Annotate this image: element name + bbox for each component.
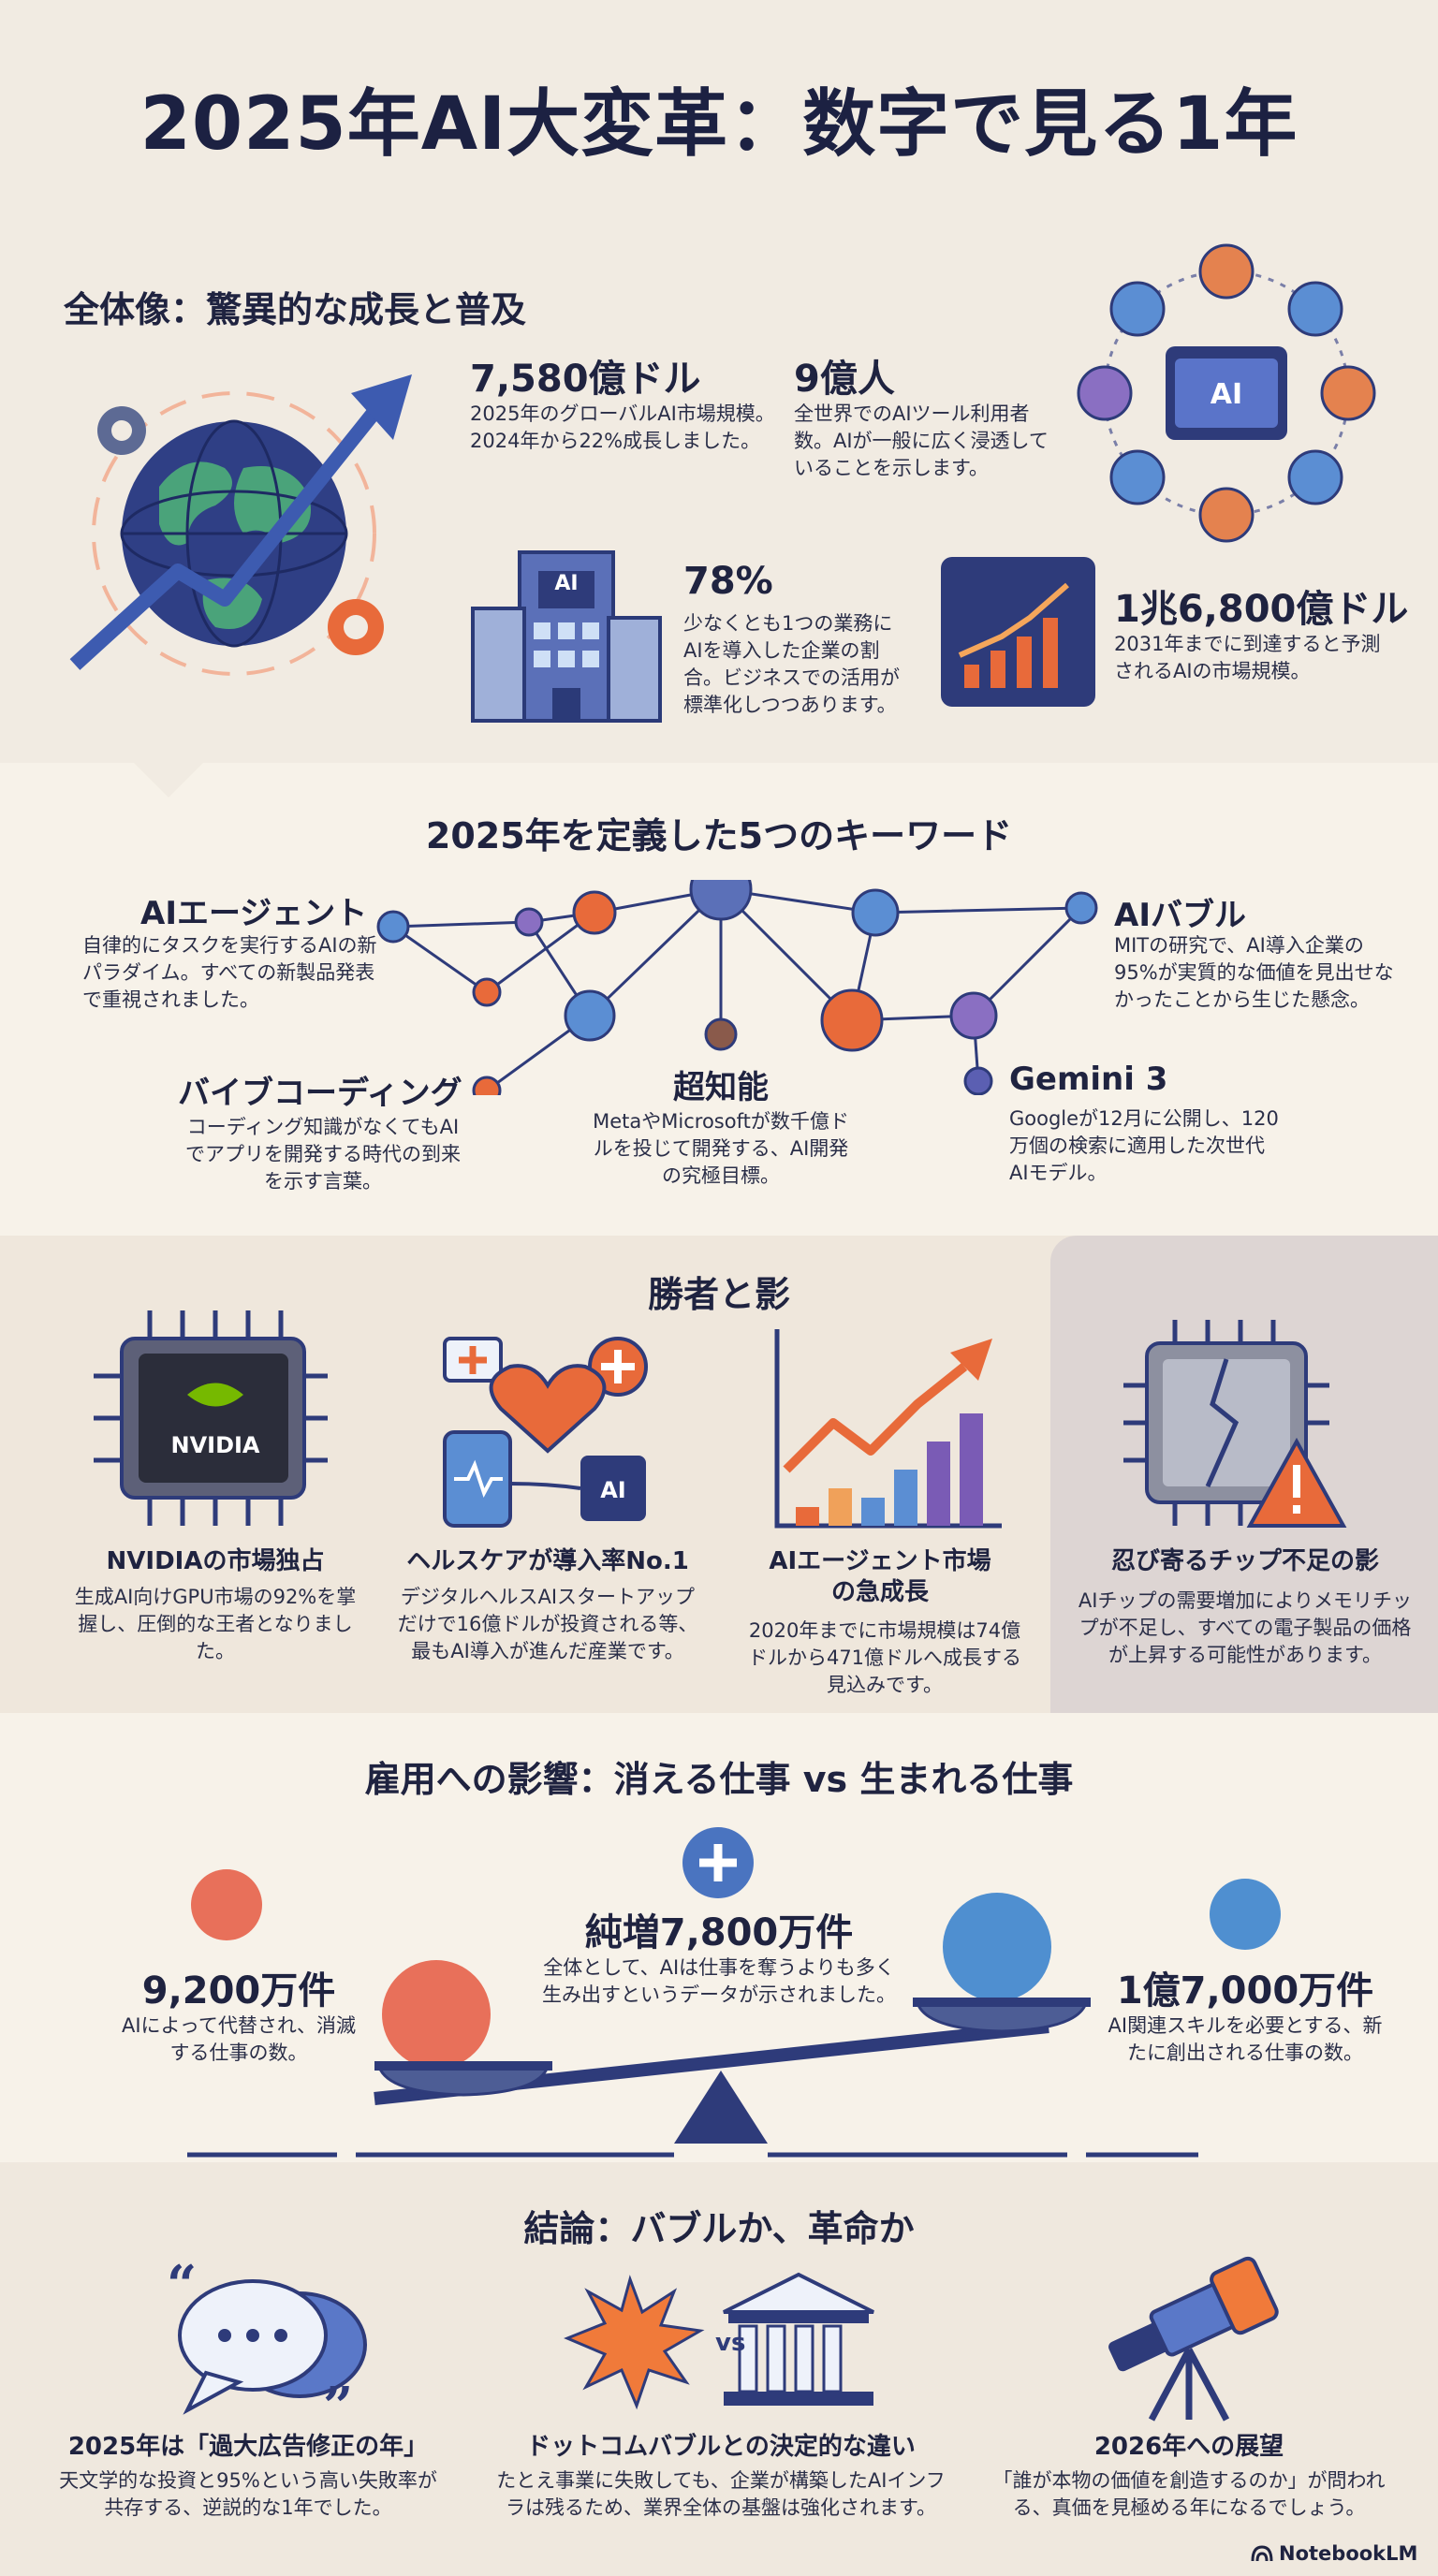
svg-text:”: ” [323, 2376, 353, 2420]
page-title: 2025年AI大変革：数字で見る1年 [139, 82, 1299, 167]
keyword-ai-bubble-title: AIバブル [1114, 897, 1246, 934]
jobs-lost-value: 9,200万件 [141, 1969, 336, 2012]
svg-text:AI: AI [1211, 378, 1242, 411]
keyword-gemini-desc: Googleが12月に公開し、120万個の検索に適用した次世代AIモデル。 [1009, 1107, 1279, 1184]
jobs-net-desc: 全体として、AIは仕事を奪うよりも多く生み出すというデータが示されました。 [542, 1956, 896, 2006]
svg-text:AI: AI [600, 1477, 626, 1503]
keyword-vibe-coding-title: バイブコーディング [178, 1075, 462, 1112]
winner-healthcare-desc: デジタルヘルスAIスタートアップだけで16億ドルが投資される等、最もAI導入が進… [397, 1586, 698, 1662]
keyword-ai-bubble-desc: MITの研究で、AI導入企業の95%が実質的な価値を見出せなかったことから生じた… [1114, 934, 1394, 1011]
keyword-network [376, 880, 1098, 1095]
growth-chart-icon [941, 557, 1095, 707]
speech-bubbles-icon: “ ” [167, 2261, 367, 2420]
pointer-notch [131, 760, 206, 798]
stat-market-value: 7,580億ドル [470, 358, 701, 401]
keyword-vibe-coding-desc: コーディング知識がなくてもAIでアプリを開発する時代の到来を示す言葉。 [185, 1116, 461, 1193]
building-label: AI [554, 572, 579, 595]
chip-label: NVIDIA [170, 1432, 260, 1458]
overview-heading: 全体像：驚異的な成長と普及 [64, 289, 527, 330]
winner-nvidia-title: NVIDIAの市場独占 [106, 1547, 325, 1575]
jobs-lost-desc: AIによって代替され、消滅する仕事の数。 [121, 2014, 357, 2064]
winner-agent-market-desc: 2020年までに市場規模は74億ドルから471億ドルへ成長する見込みです。 [747, 1619, 1022, 1696]
winner-healthcare-title: ヘルスケアが導入率No.1 [406, 1547, 689, 1575]
broken-chip-warning-icon [1123, 1320, 1347, 1528]
vs-label: vs [715, 2329, 746, 2357]
jobs-heading: 雇用への影響：消える仕事 vs 生まれる仕事 [364, 1759, 1074, 1800]
shadow-chip-title: 忍び寄るチップ不足の影 [1110, 1547, 1379, 1575]
user-network-icon: AI [1077, 243, 1376, 543]
stat-users-value: 9億人 [794, 358, 895, 401]
balance-scale-icon [187, 1869, 1281, 2158]
stat-adoption-value: 78% [683, 560, 773, 603]
conclusion-dotcom-title: ドットコムバブルとの決定的な違い [526, 2433, 916, 2461]
winner-nvidia-desc: 生成AI向けGPU市場の92%を掌握し、圧倒的な王者となりました。 [74, 1586, 357, 1662]
jobs-net-value: 純増7,800万件 [584, 1911, 854, 1954]
telescope-icon [1108, 2256, 1279, 2422]
keyword-superintelligence-title: 超知能 [673, 1069, 769, 1106]
stat-adoption-desc: 少なくとも1つの業務にAIを導入した企業の割合。ビジネスでの活用が標準化しつつあ… [683, 612, 900, 716]
stat-forecast-desc: 2031年までに到達すると予測されるAIの市場規模。 [1114, 633, 1381, 682]
winner-agent-market-title: AIエージェント市場の急成長 [769, 1547, 991, 1606]
jobs-created-desc: AI関連スキルを必要とする、新たに創出される仕事の数。 [1108, 2014, 1383, 2064]
plus-icon [682, 1827, 754, 1898]
stat-users-desc: 全世界でのAIツール利用者数。AIが一般に広く浸透していることを示します。 [794, 402, 1049, 479]
conclusion-2026-desc: 「誰が本物の価値を創造するのか」が問われる、真価を見極める年になるでしょう。 [992, 2469, 1386, 2519]
agent-market-chart-icon [774, 1329, 1002, 1529]
keyword-gemini-title: Gemini 3 [1009, 1061, 1168, 1098]
stat-forecast-value: 1兆6,800億ドル [1114, 588, 1409, 631]
band-keywords [0, 763, 1438, 1236]
shadow-chip-desc: AIチップの需要増加によりメモリチップが不足し、すべての電子製品の価格が上昇する… [1078, 1589, 1413, 1666]
keyword-ai-agent-title: AIエージェント [140, 895, 368, 932]
keywords-heading: 2025年を定義した5つのキーワード [425, 815, 1013, 856]
winners-heading: 勝者と影 [647, 1274, 790, 1315]
healthcare-icon: AI [443, 1337, 648, 1528]
conclusion-dotcom-desc: たとえ事業に失敗しても、企業が構築したAIインフラは残るため、業界全体の基盤は強… [496, 2469, 946, 2519]
globe-growth-icon [69, 374, 412, 676]
notebooklm-logo-icon [1251, 2545, 1273, 2562]
stat-market-desc: 2025年のグローバルAI市場規模。2024年から22%成長しました。 [470, 402, 775, 452]
keyword-superintelligence-desc: MetaやMicrosoftが数千億ドルを投じて開発する、AI開発の究極目標。 [593, 1110, 849, 1187]
footer-brand: NotebookLM [1279, 2542, 1418, 2565]
conclusion-hype-desc: 天文学的な投資と95%という高い失敗率が共存する、逆説的な1年でした。 [59, 2469, 437, 2519]
ai-building-icon [471, 550, 662, 723]
nvidia-chip-icon [94, 1310, 328, 1526]
jobs-created-value: 1億7,000万件 [1116, 1969, 1374, 2012]
svg-text:“: “ [167, 2261, 197, 2316]
conclusion-hype-title: 2025年は「過大広告修正の年」 [67, 2433, 429, 2461]
conclusion-2026-title: 2026年への展望 [1093, 2433, 1284, 2461]
conclusion-heading: 結論：バブルか、革命か [523, 2208, 915, 2249]
keyword-ai-agent-desc: 自律的にタスクを実行するAIの新パラダイム。すべての新製品発表で重視されました。 [82, 934, 377, 1011]
bubble-vs-institution-icon [564, 2272, 874, 2410]
